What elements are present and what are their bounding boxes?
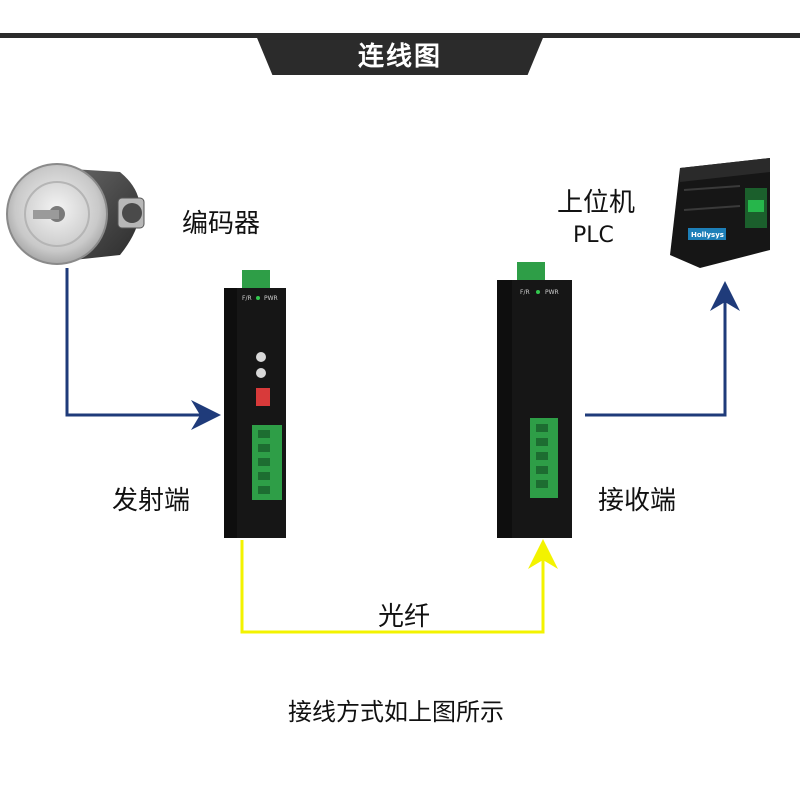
fiber-label: 光纤 [378,602,431,632]
plc-label: PLC [573,223,614,248]
host-label: 上位机 [557,188,636,218]
rx-status-pwr: PWR [545,289,559,296]
tx-status-fr: F/R [242,295,252,302]
receiver-device: F/R PWR [497,262,572,538]
transmitter-label: 发射端 [112,486,191,516]
receiver-label: 接收端 [598,486,677,516]
page-title: 连线图 [357,41,442,72]
fiber-link-arrow [240,539,558,634]
receiver-to-plc-arrow [585,281,740,417]
wiring-caption: 接线方式如上图所示 [288,698,504,726]
encoder-label: 编码器 [182,209,261,239]
encoder-to-transmitter-arrow [65,268,221,430]
plc-brand: Hollysys [691,231,724,239]
header-tab: 连线图 [255,33,545,75]
transmitter-device: F/R PWR [224,270,286,538]
plc-image: Hollysys [670,158,770,268]
tx-status-pwr: PWR [264,295,278,302]
encoder-image [6,163,145,265]
rx-status-fr: F/R [520,289,530,296]
